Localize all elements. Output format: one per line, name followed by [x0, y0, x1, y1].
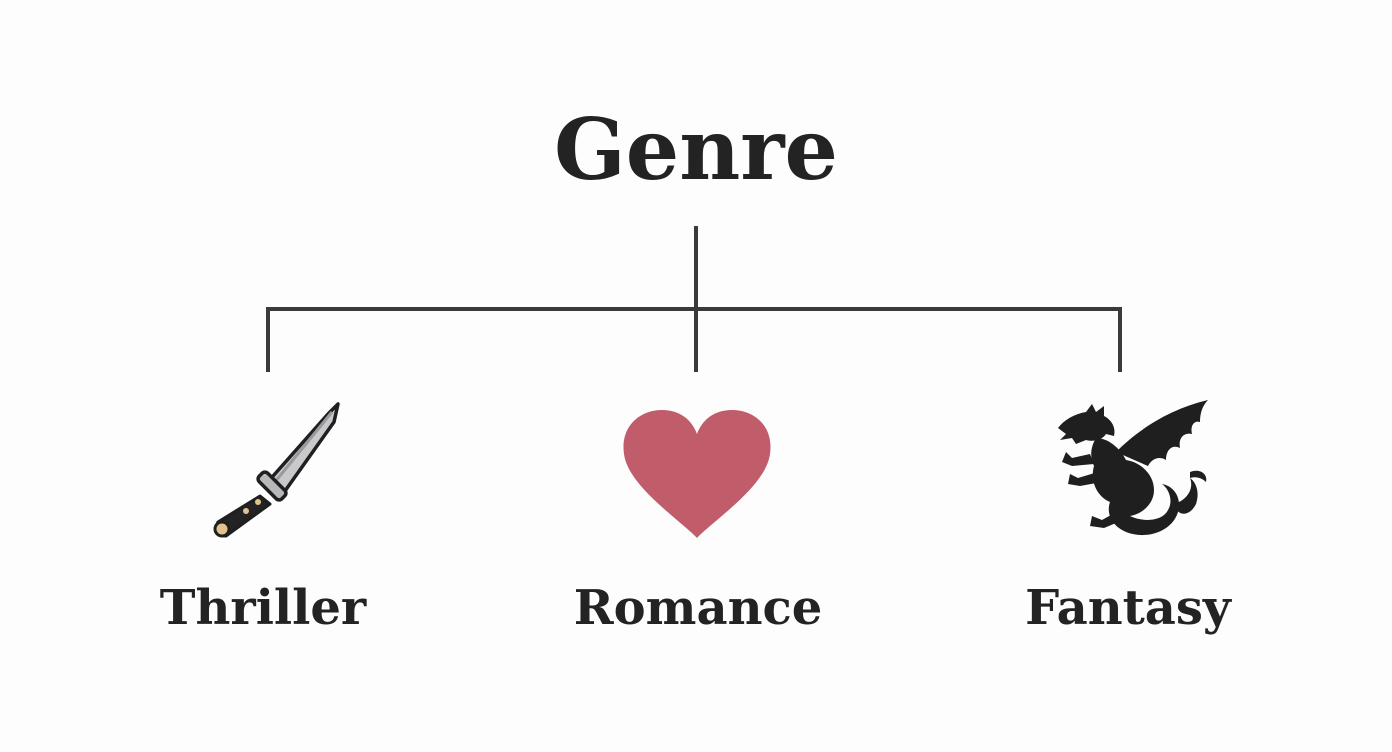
- child-label-fantasy: Fantasy: [1025, 580, 1231, 636]
- knife-icon: [213, 402, 340, 538]
- heart-icon: [623, 410, 771, 538]
- root-node-title: Genre: [554, 100, 838, 199]
- dragon-icon: [1058, 400, 1208, 536]
- child-label-thriller: Thriller: [159, 580, 367, 636]
- child-label-romance: Romance: [573, 580, 823, 636]
